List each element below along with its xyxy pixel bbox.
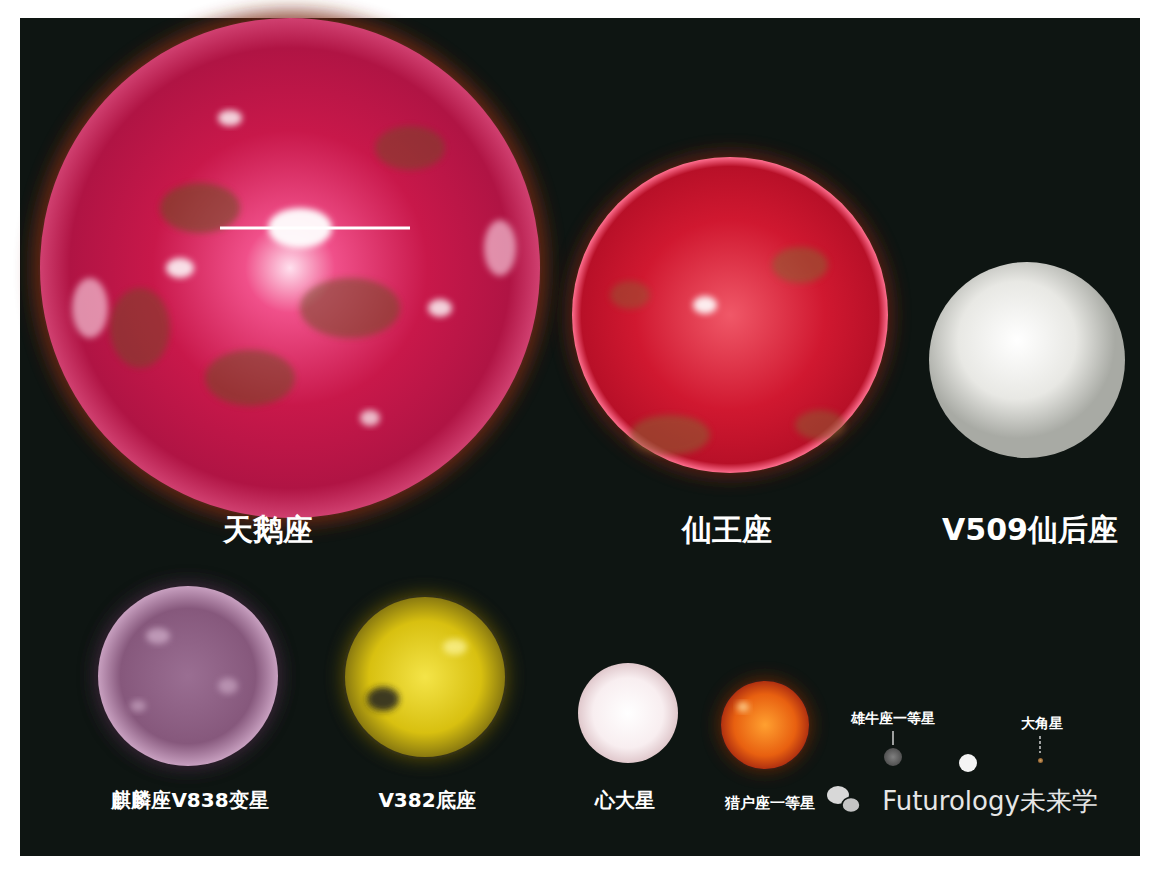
leader-line [892, 731, 894, 745]
dark-panel [20, 18, 1140, 856]
star-shape [721, 681, 809, 769]
star-node: V509仙后座 [929, 262, 1125, 458]
star-node: 猎户座一等星 [721, 681, 809, 769]
star-name: 大角星 [1021, 715, 1063, 732]
star-shape [98, 586, 278, 766]
star-shape [1038, 758, 1043, 763]
star-name: 仙王座 [682, 512, 772, 548]
star-shape [929, 262, 1125, 458]
star-name: 麒麟座V838变星 [111, 788, 268, 812]
star-node: V382底座 [345, 597, 505, 757]
watermark: Futurology未来学 [882, 786, 1098, 817]
star-name: 天鹅座 [223, 512, 313, 548]
star-shape [572, 157, 888, 473]
star-name: 心大星 [595, 788, 655, 812]
star-shape [345, 597, 505, 757]
star-name: V509仙后座 [942, 512, 1118, 548]
star-node: 天鹅座 [40, 18, 540, 518]
star-node: 心大星 [578, 663, 678, 763]
star-name: 雄牛座一等星 [851, 710, 935, 727]
star-shape [578, 663, 678, 763]
star-name: 猎户座一等星 [725, 794, 815, 812]
star-node: 仙王座 [572, 157, 888, 473]
star-node: 雄牛座一等星 [884, 748, 902, 766]
star-name: V382底座 [378, 788, 475, 812]
wechat-icon [827, 786, 860, 813]
star-shape [884, 748, 902, 766]
star-node: 大角星 [1038, 758, 1043, 763]
star-node: 麒麟座V838变星 [98, 586, 278, 766]
star-shape [40, 18, 540, 518]
leader-line [1039, 736, 1041, 753]
sun-dot [959, 754, 977, 772]
